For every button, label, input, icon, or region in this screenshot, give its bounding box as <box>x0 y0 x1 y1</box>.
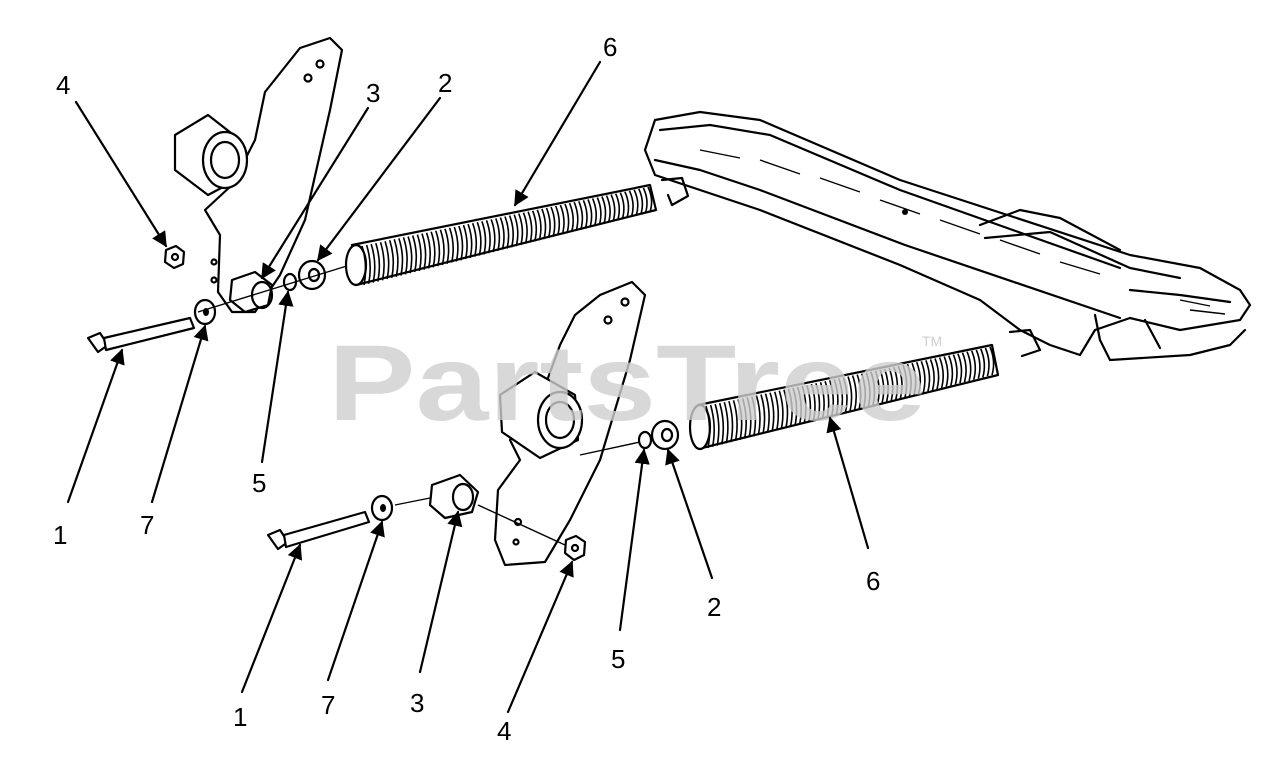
upper-bracket-assembly <box>86 36 351 354</box>
callout-upper-6: 6 <box>603 32 617 62</box>
lower-bracket-assembly <box>266 280 680 567</box>
frame-rail <box>643 110 1252 362</box>
watermark: PartsTree <box>328 322 926 443</box>
callout-upper-1: 1 <box>53 520 67 550</box>
callout-upper-7: 7 <box>140 510 154 540</box>
leader-lines <box>66 60 870 714</box>
upper-spring <box>344 183 658 287</box>
callout-upper-2: 2 <box>438 68 452 98</box>
callout-lower-2: 2 <box>707 592 721 622</box>
callout-labels: 4 3 2 6 1 7 5 6 2 5 1 7 3 4 <box>53 32 880 746</box>
callout-lower-6: 6 <box>866 566 880 596</box>
callout-lower-1: 1 <box>233 702 247 732</box>
callout-upper-4: 4 <box>56 70 70 100</box>
callout-lower-3: 3 <box>410 688 424 718</box>
callout-lower-7: 7 <box>321 690 335 720</box>
callout-lower-4: 4 <box>497 716 511 746</box>
watermark-trademark: TM <box>922 333 942 349</box>
callout-upper-5: 5 <box>252 468 266 498</box>
callout-upper-3: 3 <box>366 78 380 108</box>
lower-spring <box>688 343 1000 451</box>
callout-lower-5: 5 <box>611 644 625 674</box>
